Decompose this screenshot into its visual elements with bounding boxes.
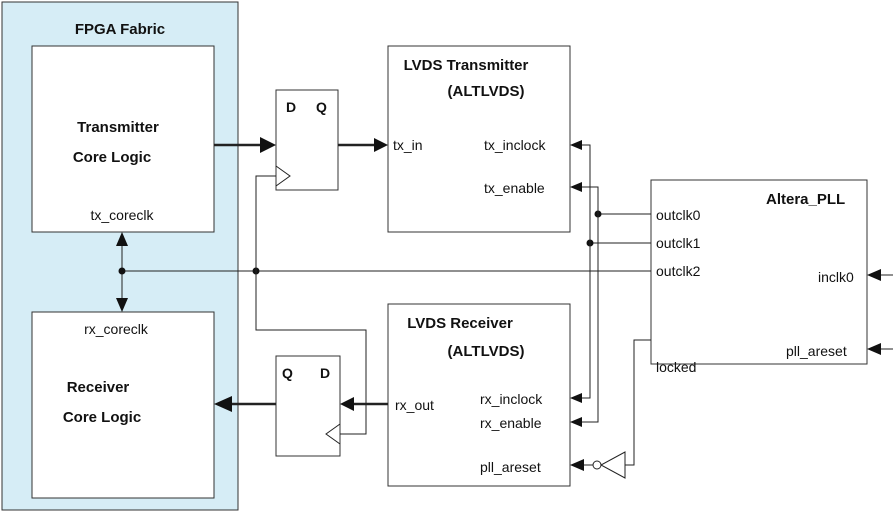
- lvds-tx-title-line2: (ALTLVDS): [448, 83, 525, 100]
- tx-inclock-arrow: [570, 140, 582, 150]
- altera-pll-block: Altera_PLL outclk0 outclk1 outclk2 locke…: [650, 179, 868, 375]
- ff-bottom-d-label: D: [320, 365, 330, 381]
- tx-enable-port-label: tx_enable: [484, 180, 545, 196]
- locked-wire: [625, 339, 651, 466]
- ff-bottom-clock-symbol: [325, 423, 341, 445]
- rx-register-flipflop: Q D: [275, 355, 341, 457]
- lvds-transmitter-block: LVDS Transmitter (ALTLVDS) tx_in tx_incl…: [387, 45, 571, 233]
- inclk0-arrow: [867, 269, 881, 281]
- pll-outclk2-label: outclk2: [656, 263, 701, 279]
- tx-coreclk-label: tx_coreclk: [90, 207, 154, 223]
- ff-top-d-arrow: [260, 137, 276, 153]
- tx-enable-arrow: [570, 182, 582, 192]
- lvds-receiver-block: LVDS Receiver (ALTLVDS) rx_out rx_incloc…: [387, 303, 571, 487]
- rx-pll-areset-arrow: [570, 459, 584, 471]
- rx-coreclk-label: rx_coreclk: [84, 321, 149, 337]
- tx-in-arrow: [374, 138, 388, 152]
- rx-enable-port-label: rx_enable: [480, 415, 542, 431]
- rx-out-port-label: rx_out: [395, 397, 434, 413]
- tx-register-flipflop: D Q: [275, 89, 339, 191]
- rx-core-title-line2: Core Logic: [63, 409, 141, 426]
- pll-outclk1-label: outclk1: [656, 235, 701, 251]
- ff-top-d-label: D: [286, 99, 296, 115]
- tx-enable-wire: [580, 186, 599, 214]
- lvds-rx-title-line2: (ALTLVDS): [448, 343, 525, 360]
- rx-pll-areset-port-label: pll_areset: [480, 459, 541, 475]
- rx-inclock-arrow: [570, 393, 582, 403]
- locked-inverter: [599, 451, 626, 479]
- tx-inclock-port-label: tx_inclock: [484, 137, 546, 153]
- lvds-rx-title-line1: LVDS Receiver: [407, 315, 513, 332]
- tx-core-title-line1: Transmitter: [77, 119, 159, 136]
- transmitter-core-logic-block: Transmitter Core Logic tx_coreclk: [31, 45, 215, 233]
- ff-bottom-q-label: Q: [282, 365, 293, 381]
- ff-top-clock-symbol: [275, 165, 291, 187]
- receiver-core-logic-block: rx_coreclk Receiver Core Logic: [31, 311, 215, 499]
- pll-locked-label: locked: [656, 359, 696, 375]
- rx-inclock-wire: [580, 243, 591, 399]
- rx-coreclk-arrow: [116, 298, 128, 312]
- junction-core-clock: [118, 267, 126, 275]
- rx-inclock-port-label: rx_inclock: [480, 391, 543, 407]
- ff-top-clock-wire: [255, 175, 276, 271]
- inverter-bubble: [592, 460, 602, 470]
- pll-inclk0-label: inclk0: [818, 269, 854, 285]
- ff-top-q-label: Q: [316, 99, 327, 115]
- rx-core-title-line1: Receiver: [67, 379, 130, 396]
- tx-coreclk-arrow: [116, 232, 128, 246]
- ff-bottom-clock-wire: [255, 271, 367, 435]
- pll-title: Altera_PLL: [766, 191, 845, 208]
- pll-areset-arrow: [867, 343, 881, 355]
- tx-inclock-wire: [580, 144, 591, 243]
- ff-bottom-d-arrow: [340, 397, 354, 411]
- rx-enable-wire: [580, 214, 599, 423]
- rx-enable-arrow: [570, 417, 582, 427]
- pll-outclk0-label: outclk0: [656, 207, 701, 223]
- lvds-tx-title-line1: LVDS Transmitter: [404, 57, 529, 74]
- fpga-fabric-title: FPGA Fabric: [75, 21, 165, 38]
- rx-core-arrow: [214, 396, 232, 412]
- tx-in-port-label: tx_in: [393, 137, 423, 153]
- tx-core-title-line2: Core Logic: [73, 149, 151, 166]
- pll-areset-label: pll_areset: [786, 343, 847, 359]
